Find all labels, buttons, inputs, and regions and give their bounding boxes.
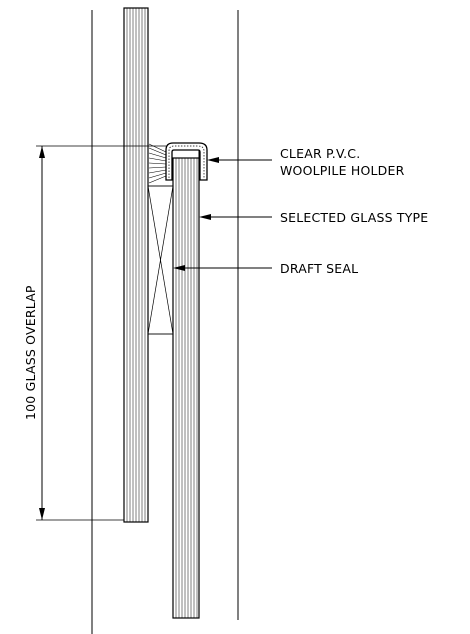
leader-glass-type: [199, 214, 272, 220]
label-glass-type: SELECTED GLASS TYPE: [280, 210, 428, 225]
draft-seal: [147, 185, 174, 335]
selected-glass-panel: [172, 157, 200, 619]
label-pvc-holder-line1: CLEAR P.V.C.: [280, 146, 360, 161]
woolpile-brush: [148, 143, 167, 184]
label-draft-seal: DRAFT SEAL: [280, 261, 358, 276]
label-overlap-dimension: 100 GLASS OVERLAP: [23, 285, 38, 420]
pvc-woolpile-holder: [165, 142, 208, 181]
leader-draft-seal: [173, 265, 272, 271]
outer-glass-panel: [123, 7, 149, 523]
overlap-dimension: [36, 145, 166, 521]
label-pvc-holder-line2: WOOLPILE HOLDER: [280, 163, 405, 178]
leader-pvc-holder: [207, 157, 272, 163]
